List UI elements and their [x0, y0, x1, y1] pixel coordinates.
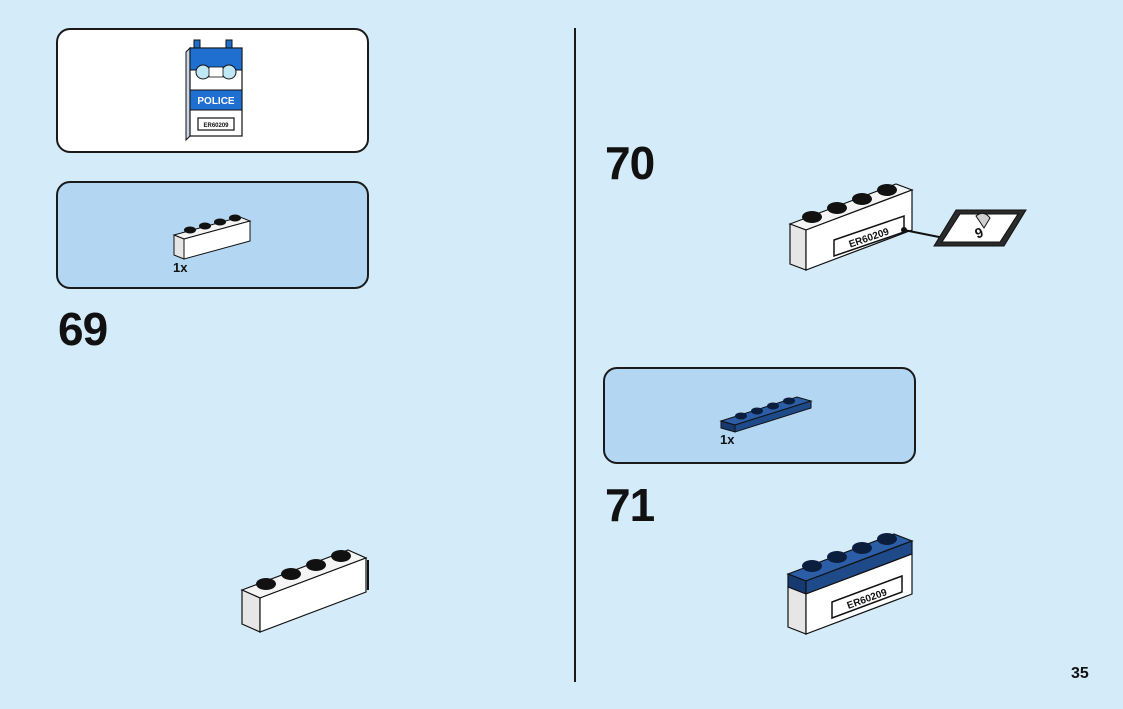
- plate-text: ER60209: [203, 123, 229, 129]
- police-sign-assembly-icon: POLICE ER60209: [185, 39, 243, 142]
- white-brick-with-sticker-step-70: ER60209 6: [788, 183, 1027, 271]
- brick-with-blue-plate-step-71: ER60209: [786, 533, 914, 635]
- step-number-69: 69: [58, 303, 108, 355]
- column-divider: [574, 28, 576, 682]
- preview-panel: POLICE ER60209: [56, 28, 369, 153]
- white-brick-step-69-model: [240, 549, 369, 633]
- part-quantity: 1x: [173, 260, 188, 275]
- parts-panel-step-69: 1x: [56, 181, 369, 289]
- parts-panel-step-71: 1x: [603, 367, 916, 464]
- dark-blue-plate-part-icon: [719, 396, 813, 433]
- step-number-71: 71: [605, 479, 655, 531]
- white-brick-part-icon: [172, 214, 252, 260]
- page-number: 35: [1071, 665, 1089, 682]
- part-quantity: 1x: [720, 432, 735, 447]
- step-number-70: 70: [605, 137, 655, 189]
- police-band-text: POLICE: [197, 96, 235, 107]
